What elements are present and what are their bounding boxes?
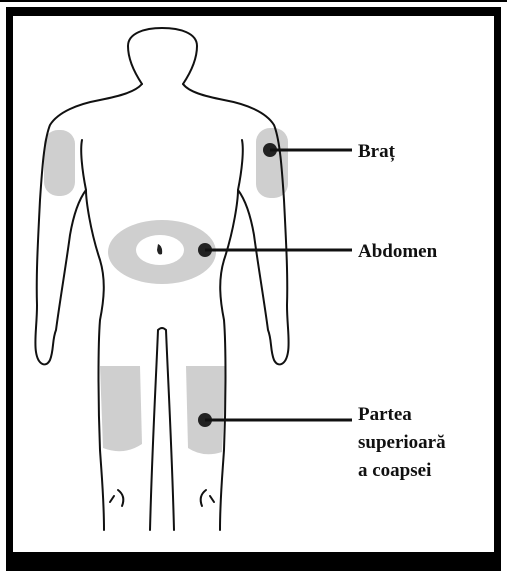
arm-label: Braț — [358, 141, 396, 162]
thigh-label-line3: a coapsei — [358, 460, 431, 481]
knee-left — [110, 490, 123, 506]
knee-right — [201, 490, 214, 506]
thigh-label-line2: superioară — [358, 432, 446, 453]
inner-arm-left — [81, 140, 86, 190]
thigh-label-line1: Partea — [358, 404, 412, 425]
injection-zones — [44, 128, 288, 454]
abdomen-label: Abdomen — [358, 241, 438, 262]
inner-arm-right — [238, 140, 243, 190]
right-thigh-zone — [186, 366, 226, 454]
left-thigh-zone — [100, 366, 142, 451]
head-outline — [128, 28, 197, 84]
crotch-outline — [150, 328, 174, 530]
left-arm-zone — [44, 130, 75, 196]
